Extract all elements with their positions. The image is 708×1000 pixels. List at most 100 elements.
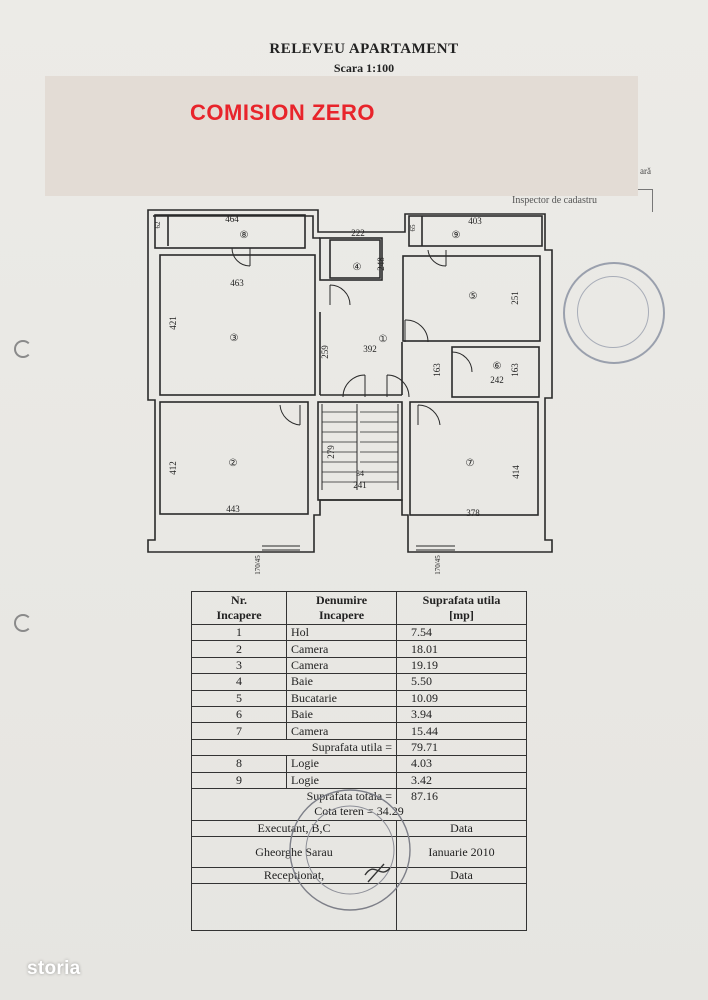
cell-name: Logie: [286, 755, 397, 773]
cell-nr: 6: [191, 705, 287, 724]
table-header-row: Nr. Incapere Denumire Incapere Suprafata…: [191, 591, 527, 625]
cell-nr: 7: [191, 722, 287, 740]
dim-label: 414: [511, 465, 521, 479]
header-nr: Nr. Incapere: [191, 591, 287, 625]
cell-area: 5.50: [396, 673, 527, 691]
plan-outer-wall: [147, 209, 553, 553]
cell-nr: 4: [191, 673, 287, 691]
document-title: RELEVEU APARTAMENT: [269, 41, 459, 57]
storia-logo: storia: [27, 958, 81, 979]
dim-label: 421: [168, 316, 178, 330]
received-blank-row: [191, 883, 527, 932]
stairwell: [317, 401, 403, 501]
total-value: 87.16: [396, 787, 527, 805]
promo-banner: [45, 76, 638, 196]
cell-name: Logie: [286, 771, 397, 789]
header-area: Suprafata utila [mp]: [396, 591, 527, 625]
room-2: [159, 401, 309, 515]
dim-label: 392: [363, 344, 377, 354]
header-name: Denumire Incapere: [286, 591, 397, 625]
date-label: Data: [396, 819, 527, 838]
binder-hole-icon: [14, 340, 32, 358]
cell-nr: 2: [191, 640, 287, 658]
dim-label: 403: [468, 216, 482, 226]
dim-label: 62: [154, 221, 162, 229]
dim-label: 65: [409, 224, 417, 232]
fragment-text: ară: [640, 166, 651, 176]
dim-label: 241: [353, 480, 367, 490]
room-number: ②: [229, 458, 238, 469]
dim-label: 163: [510, 363, 520, 377]
inspector-label: Inspector de cadastru: [512, 195, 597, 206]
cell-nr: 5: [191, 689, 287, 707]
document-scale: Scara 1:100: [333, 61, 395, 75]
cell-area: 7.54: [396, 623, 527, 642]
cell-area: 15.44: [396, 722, 527, 740]
dim-label: 170/45: [254, 555, 262, 575]
total-row: Suprafata totala =87.16: [191, 787, 527, 805]
dim-label: 259: [320, 345, 330, 359]
room-number: ③: [230, 333, 239, 344]
cell-area: 19.19: [396, 656, 527, 675]
dim-label: 242: [490, 375, 504, 385]
subtotal-row: Suprafata utila =79.71: [191, 738, 527, 757]
cell-name: Bucatarie: [286, 689, 397, 707]
room-number: ⑨: [452, 230, 461, 241]
binder-hole-icon: [14, 614, 32, 632]
subtotal-label: Suprafata utila =: [286, 738, 397, 757]
room-5: [402, 255, 541, 342]
room-number: ⑤: [469, 291, 478, 302]
cell-area: 18.01: [396, 640, 527, 658]
cell-name: Hol: [286, 623, 397, 642]
room-number: ⑥: [493, 361, 502, 372]
cell-nr: 8: [191, 755, 287, 773]
cell-name: Camera: [286, 640, 397, 658]
dim-label: 170/45: [434, 555, 442, 575]
room-number: ⑦: [466, 458, 475, 469]
room-7: [409, 401, 539, 516]
loggia-9: [408, 215, 543, 247]
dim-label: 251: [510, 291, 520, 305]
hall-1: [319, 312, 403, 396]
executant-date: Ianuarie 2010: [396, 836, 527, 869]
official-seal-icon: [563, 262, 665, 364]
dim-label: 163: [432, 363, 442, 377]
dim-label: 463: [230, 278, 244, 288]
subtotal-value: 79.71: [396, 738, 527, 757]
dim-label: 222: [351, 228, 365, 238]
room-6: [451, 346, 540, 398]
cell-area: 10.09: [396, 689, 527, 707]
cell-name: Baie: [286, 673, 397, 691]
promo-banner-text: COMISION ZERO: [190, 100, 375, 125]
cell-name: Camera: [286, 656, 397, 675]
room-number: ④: [353, 262, 362, 273]
dim-label: 443: [226, 504, 240, 514]
received-label: Receptionat,: [191, 867, 397, 885]
dim-label: 412: [168, 461, 178, 475]
floor-plan: 464 222 403 463 248 251 421 392 259 163 …: [147, 209, 553, 575]
cell-area: 3.42: [396, 771, 527, 789]
signature-stamp-icon: [289, 789, 411, 911]
room-number: 34: [356, 469, 364, 478]
received-row: Receptionat,Data: [191, 867, 527, 885]
room-3: [159, 254, 316, 396]
cell-area: 3.94: [396, 705, 527, 724]
cell-nr: 1: [191, 623, 287, 642]
dim-label: 378: [466, 508, 480, 518]
cell-name: Baie: [286, 705, 397, 724]
loggia-8: [154, 214, 306, 249]
room-4: [319, 237, 383, 281]
dim-label: 279: [326, 445, 336, 459]
received-date-label: Data: [396, 867, 527, 885]
room-number: ①: [379, 334, 388, 345]
